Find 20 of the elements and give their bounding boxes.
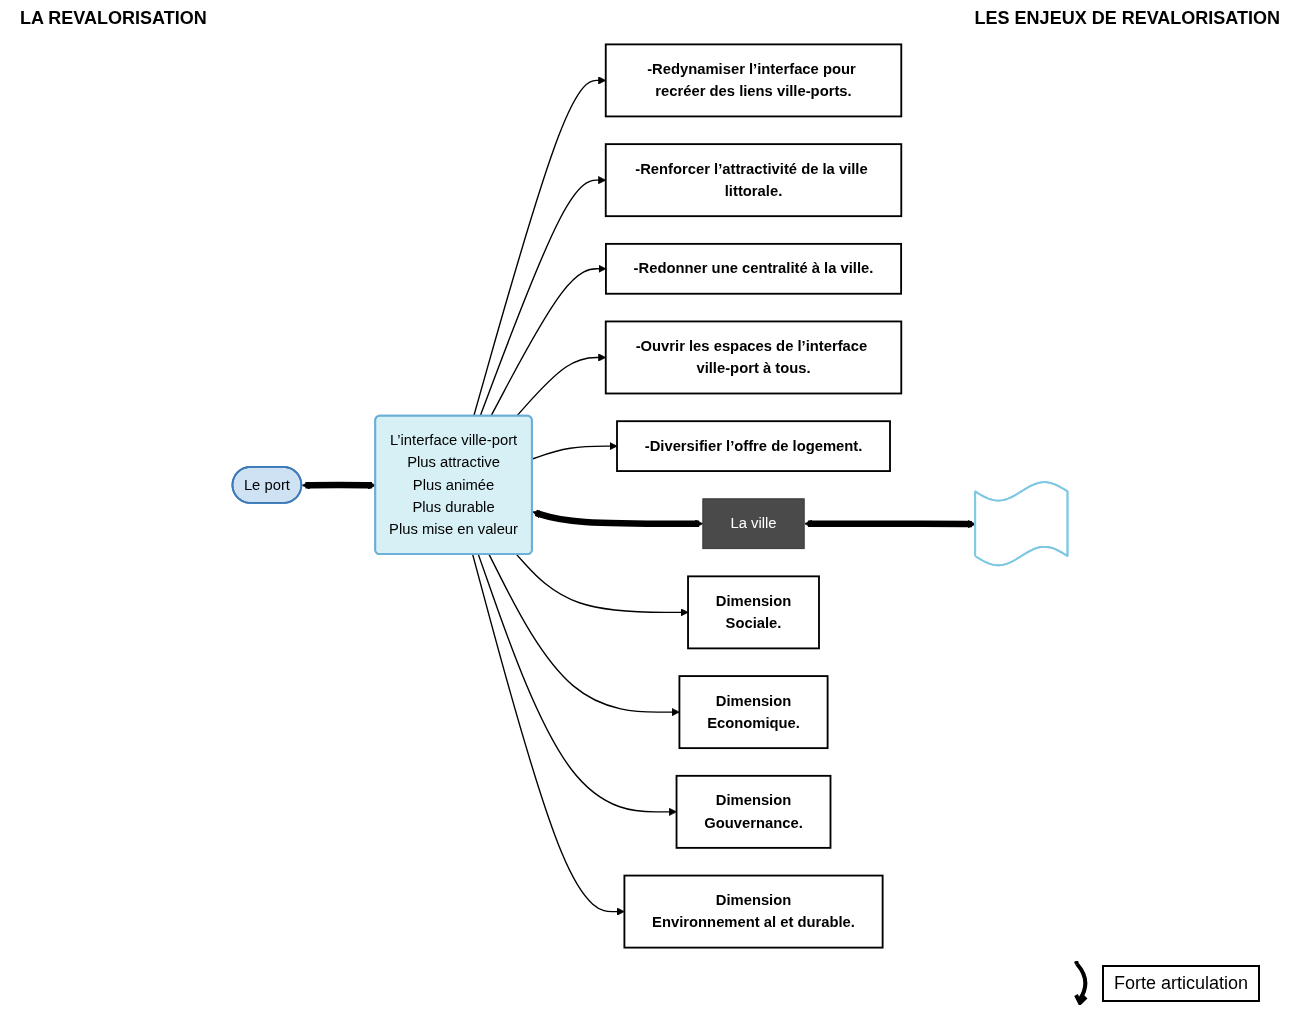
arrow (477, 553, 677, 816)
node-box: -Redonner une centralité à la ville. (605, 242, 903, 295)
node-box: Dimension Sociale. (687, 575, 820, 650)
arrow (488, 553, 680, 717)
branch-label: LA REVALORISATION (20, 8, 207, 29)
node-box: -Redynamiser l’interface pour recréer des liens ville-ports. (604, 43, 903, 118)
legend-label: Forte articulation (1101, 964, 1260, 1002)
arrow (804, 519, 976, 529)
node-box: -Renforcer l’attractivité de la ville littorale. (604, 143, 903, 218)
node-box: Dimension Economique. (678, 675, 829, 750)
branch-label: LES ENJEUX DE REVALORISATION (974, 8, 1280, 29)
node-box: La ville (702, 498, 805, 550)
node-box: Dimension Gouvernance. (675, 774, 832, 849)
node-box: Dimension Environnement al et durable. (623, 874, 884, 949)
arrow (515, 553, 689, 617)
node-box: -Diversifier l’offre de logement. (616, 420, 891, 472)
arrow (532, 509, 704, 528)
arrow (472, 553, 625, 916)
arrow (531, 442, 618, 460)
node-box: -Ouvrir les espaces de l’interface ville-port à tous. (604, 320, 903, 395)
